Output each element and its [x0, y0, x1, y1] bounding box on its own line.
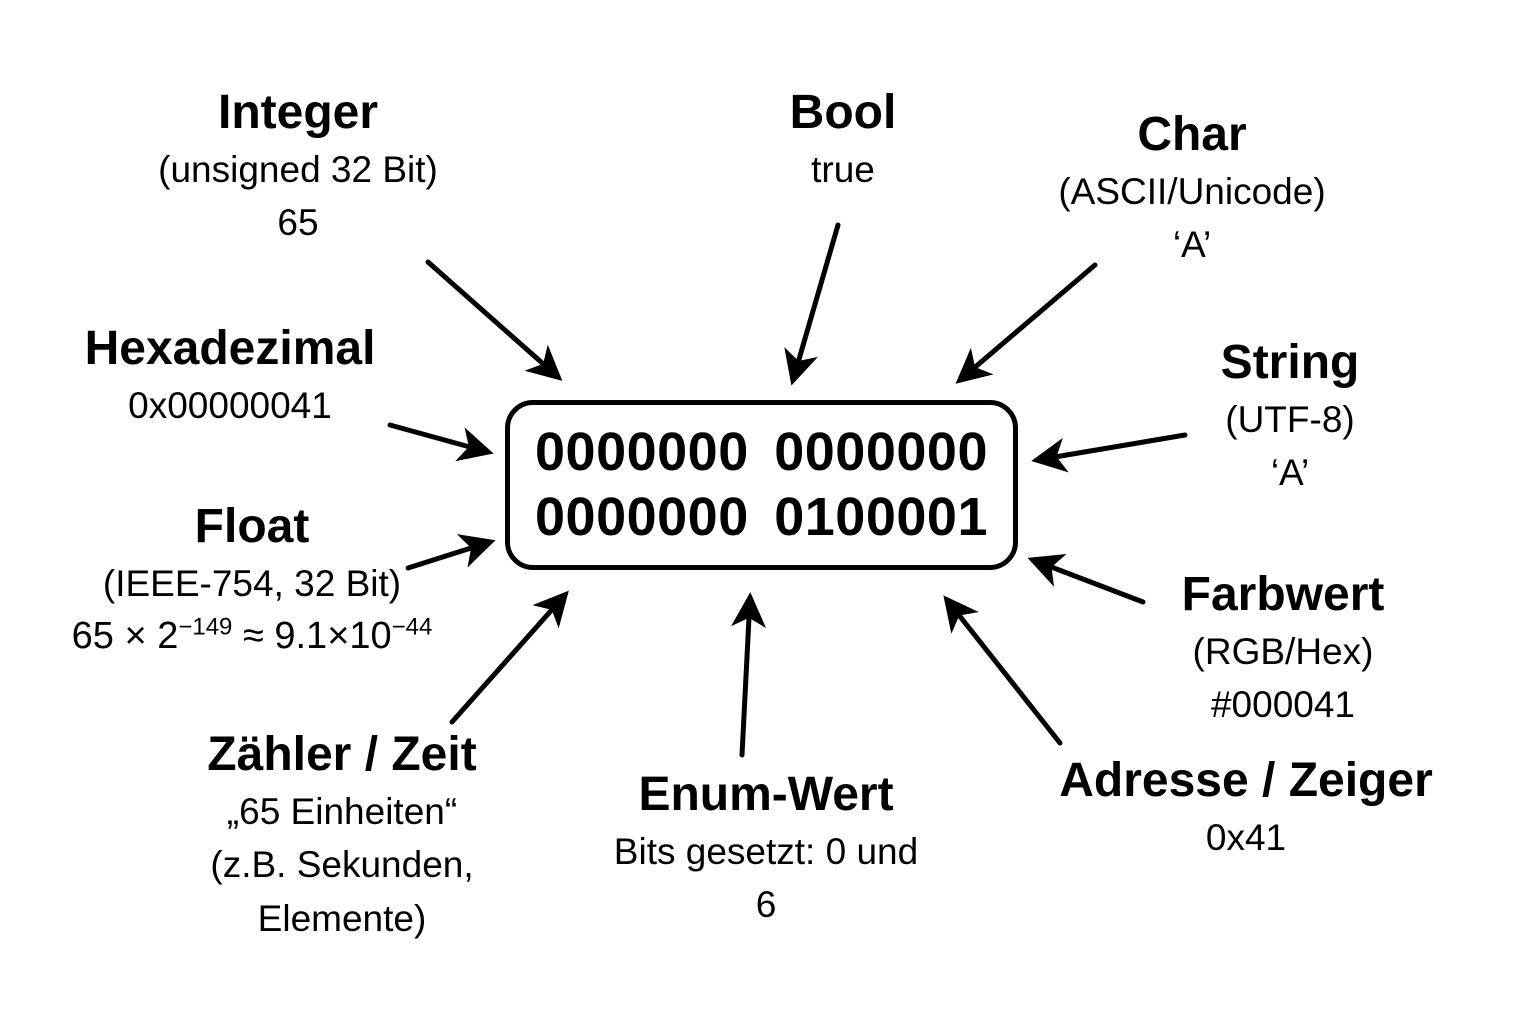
label-enum-wert-title: Enum-Wert [638, 768, 894, 821]
label-char-title: Char [1137, 108, 1247, 161]
label-float-title: Float [194, 500, 310, 553]
arrow-integer-to-box [425, 259, 563, 381]
label-adresse-zeiger-line-1: 0x41 [1205, 816, 1287, 858]
label-zaehler-zeit: Zähler / Zeit „65 Einheiten“ (z.B. Sekun… [207, 726, 476, 945]
label-hexadezimal: Hexadezimal 0x00000041 [85, 320, 376, 432]
label-zaehler-zeit-line-1: „65 Einheiten“ [226, 790, 458, 832]
label-adresse-zeiger: Adresse / Zeiger 0x41 [1059, 752, 1433, 864]
label-string-line-2: ‘A’ [1270, 452, 1310, 494]
label-farbwert: Farbwert (RGB/Hex) #000041 [1182, 566, 1385, 732]
label-hexadezimal-title: Hexadezimal [84, 322, 376, 375]
arrow-hex-to-box [387, 422, 494, 462]
float-formula-mid: ≈ 9.1×10 [232, 615, 392, 658]
arrow-zaehler-to-box [449, 590, 569, 725]
arrow-char-to-box [955, 262, 1098, 384]
label-hexadezimal-line-1: 0x00000041 [128, 384, 332, 426]
label-string-line-1: (UTF-8) [1225, 398, 1355, 440]
label-char-line-1: (ASCII/Unicode) [1058, 170, 1326, 212]
label-char-line-2: ‘A’ [1172, 224, 1212, 266]
arrow-adresse-to-box [943, 595, 1063, 746]
label-enum-wert-line-1: Bits gesetzt: 0 und [613, 830, 919, 872]
label-float-line-1: (IEEE-754, 32 Bit) [102, 562, 402, 604]
label-zaehler-zeit-title: Zähler / Zeit [207, 728, 477, 781]
binary-box: 0000000 0000000 0000000 0100001 [505, 400, 1018, 570]
label-adresse-zeiger-title: Adresse / Zeiger [1059, 754, 1433, 807]
label-farbwert-title: Farbwert [1181, 568, 1385, 621]
float-formula-exp-1: −149 [178, 613, 233, 641]
label-integer-line-2: 65 [277, 202, 319, 244]
float-formula-base: 65 × 2 [71, 615, 179, 658]
binary-line-2: 0000000 0100001 [535, 487, 988, 547]
label-zaehler-zeit-line-3: Elemente) [257, 897, 427, 939]
label-integer-title: Integer [217, 86, 379, 139]
label-enum-wert: Enum-Wert Bits gesetzt: 0 und 6 [614, 766, 918, 932]
float-formula-exp-2: −44 [391, 613, 433, 641]
label-bool-title: Bool [789, 86, 897, 139]
binary-line-1: 0000000 0000000 [535, 422, 988, 482]
label-farbwert-line-1: (RGB/Hex) [1192, 630, 1374, 672]
label-char: Char (ASCII/Unicode) ‘A’ [1058, 106, 1325, 272]
arrow-string-to-box [1031, 432, 1188, 473]
label-integer-line-1: (unsigned 32 Bit) [158, 148, 438, 190]
label-string-title: String [1220, 336, 1360, 389]
label-bool-line-1: true [811, 148, 875, 190]
label-farbwert-line-2: #000041 [1210, 684, 1356, 726]
label-bool: Bool true [790, 84, 897, 196]
label-float-formula: 65 × 2−149 ≈ 9.1×10−44 [72, 610, 433, 663]
arrow-farbwert-to-box [1027, 554, 1146, 605]
arrow-float-to-box [405, 534, 496, 571]
label-integer: Integer (unsigned 32 Bit) 65 [158, 84, 438, 250]
label-string: String (UTF-8) ‘A’ [1221, 334, 1360, 500]
label-zaehler-zeit-line-2: (z.B. Sekunden, [210, 844, 474, 886]
label-enum-wert-line-2: 6 [755, 884, 777, 926]
arrow-enum-to-box [731, 592, 766, 758]
arrow-bool-to-box [784, 222, 841, 386]
label-float: Float (IEEE-754, 32 Bit) 65 × 2−149 ≈ 9.… [72, 498, 433, 663]
